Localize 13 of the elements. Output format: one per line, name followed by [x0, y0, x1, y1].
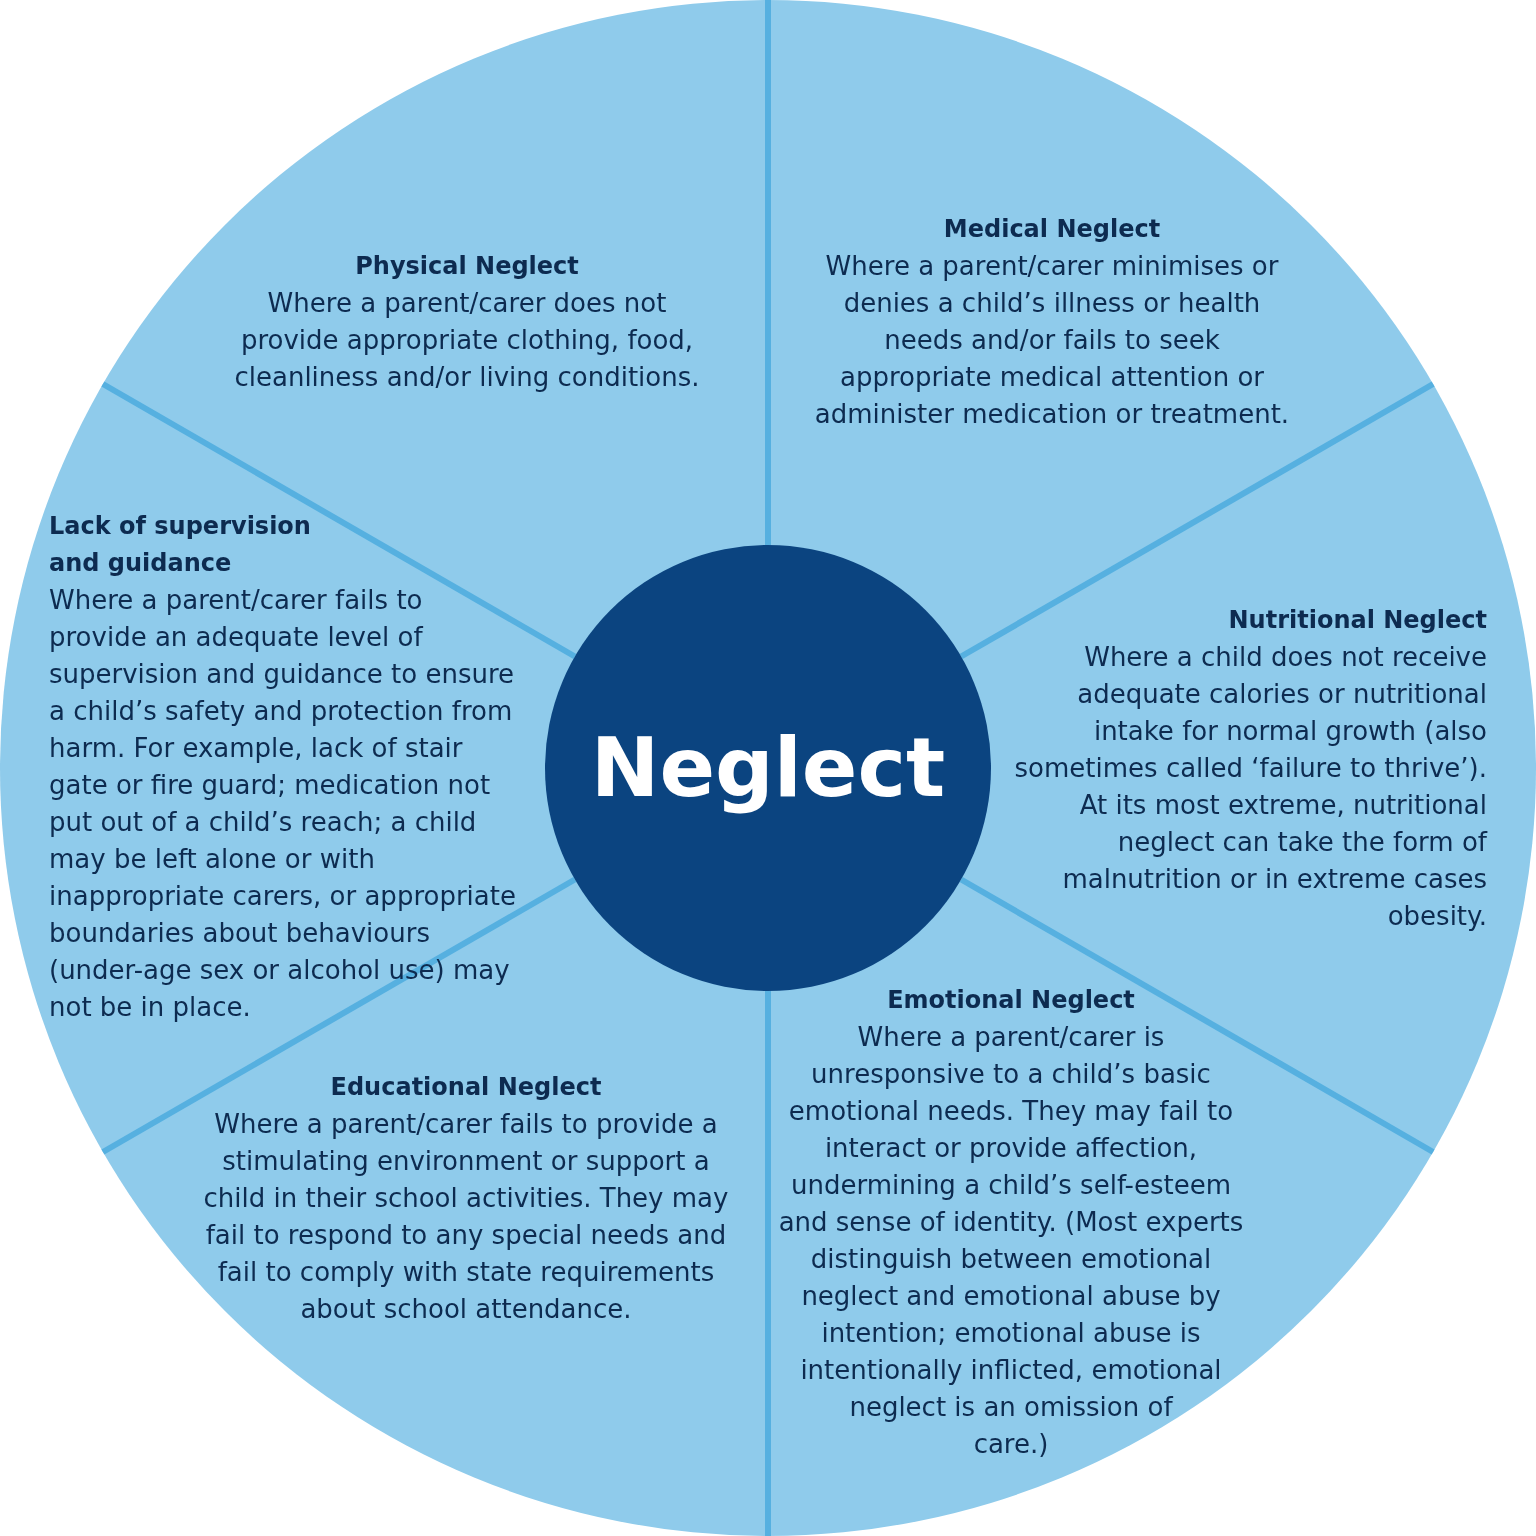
segment-heading: Physical Neglect — [354, 251, 580, 282]
segment-heading: Nutritional Neglect — [1227, 605, 1487, 636]
segment-description: Where a parent/carer fails to provide an adequate level of supervision and guidance to ensure a child’s safety and protection from harm. For example, lack of stair gate or fire guard; medication not put out of a child’s reach; a child may be left alone or with inappropriate carers, or appropriate boundaries about behaviours (under-age sex or alcohol use) may not be in place. — [49, 584, 517, 1024]
segment-description: Where a parent/carer fails to provide a stimulating environment or support a child in their school activities. They may fail to respond to any special needs and fail to comply with state requirements about school attendance. — [202, 1108, 730, 1326]
segment-description: Where a parent/carer minimises or denies a child’s illness or health needs and/or fails to seek appropriate medical attention or administer medication or treatment. — [813, 250, 1291, 431]
segment-heading: Emotional Neglect — [886, 985, 1136, 1016]
segment-description: Where a parent/carer does not provide appropriate clothing, food, cleanliness and/or living conditions. — [233, 287, 701, 394]
segment-description: Where a parent/carer is unresponsive to a child’s basic emotional needs. They may fail to interact or provide affection, undermining a child’s self-esteem and sense of identity. (Most experts distinguish between emotional neglect and emotional abuse by intention; emotional abuse is intentionally inflicted, emotional neglect is an omission of care.) — [778, 1021, 1244, 1461]
segment-heading: Lack of supervision and guidance — [49, 511, 312, 579]
segment-description: Where a child does not receive adequate calories or nutritional intake for normal growth (also sometimes called ‘failure to thrive’). At its most extreme, nutritional neglect can take the form of malnutrition or in extreme cases obesity. — [1013, 641, 1487, 933]
center-label: Neglect — [590, 722, 946, 814]
segment-heading: Educational Neglect — [329, 1072, 603, 1103]
segment-heading: Medical Neglect — [942, 214, 1162, 245]
